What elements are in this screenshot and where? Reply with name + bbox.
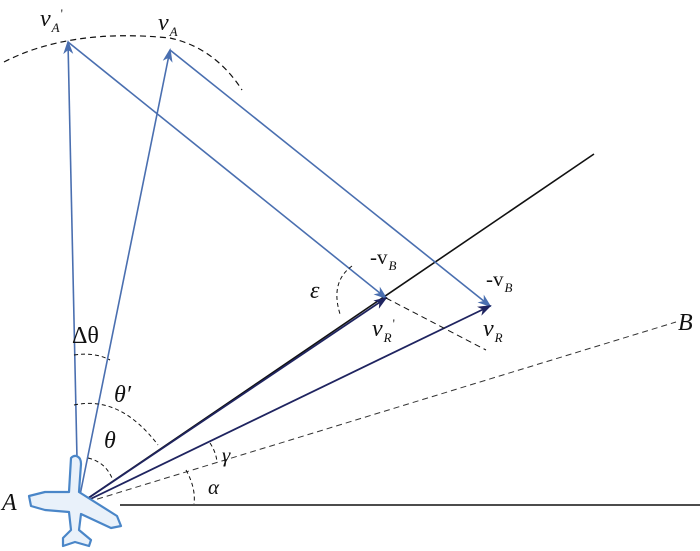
label-neg-v-B-1: -vB (370, 245, 397, 273)
label-theta-prime: θ′ (114, 382, 132, 408)
arc-epsilon (336, 265, 353, 315)
arc-theta (87, 457, 113, 479)
aircraft-icon (27, 454, 123, 548)
arc-alpha (185, 469, 195, 505)
label-point-A: A (0, 490, 17, 516)
label-v-R-prime: vR' (372, 316, 395, 345)
label-v-R: vR (483, 316, 503, 345)
label-v-A: vA (158, 10, 178, 39)
vector-v-R-prime (77, 296, 388, 506)
vector-neg-v-B-1 (67, 41, 388, 300)
label-v-A-prime: vA' (40, 6, 63, 35)
label-theta: θ (104, 428, 116, 454)
arc-gamma (209, 442, 218, 463)
label-epsilon: ε (310, 278, 320, 304)
perpendicular-dashed (385, 297, 487, 351)
arc-theta-prime (73, 402, 159, 446)
label-point-B: B (678, 310, 693, 336)
line-of-sight-to-B (77, 321, 677, 506)
vector-neg-v-B-2 (169, 49, 492, 308)
vector-v-A-prime (63, 40, 79, 506)
velocity-arc (3, 35, 243, 91)
label-alpha: α (208, 475, 220, 499)
arc-delta-theta (73, 353, 111, 361)
label-delta-theta: Δθ (72, 323, 99, 349)
label-neg-v-B-2: -vB (486, 267, 513, 295)
vector-v-A (77, 48, 173, 506)
label-gamma: γ (222, 443, 231, 467)
vector-v-R (77, 305, 492, 506)
